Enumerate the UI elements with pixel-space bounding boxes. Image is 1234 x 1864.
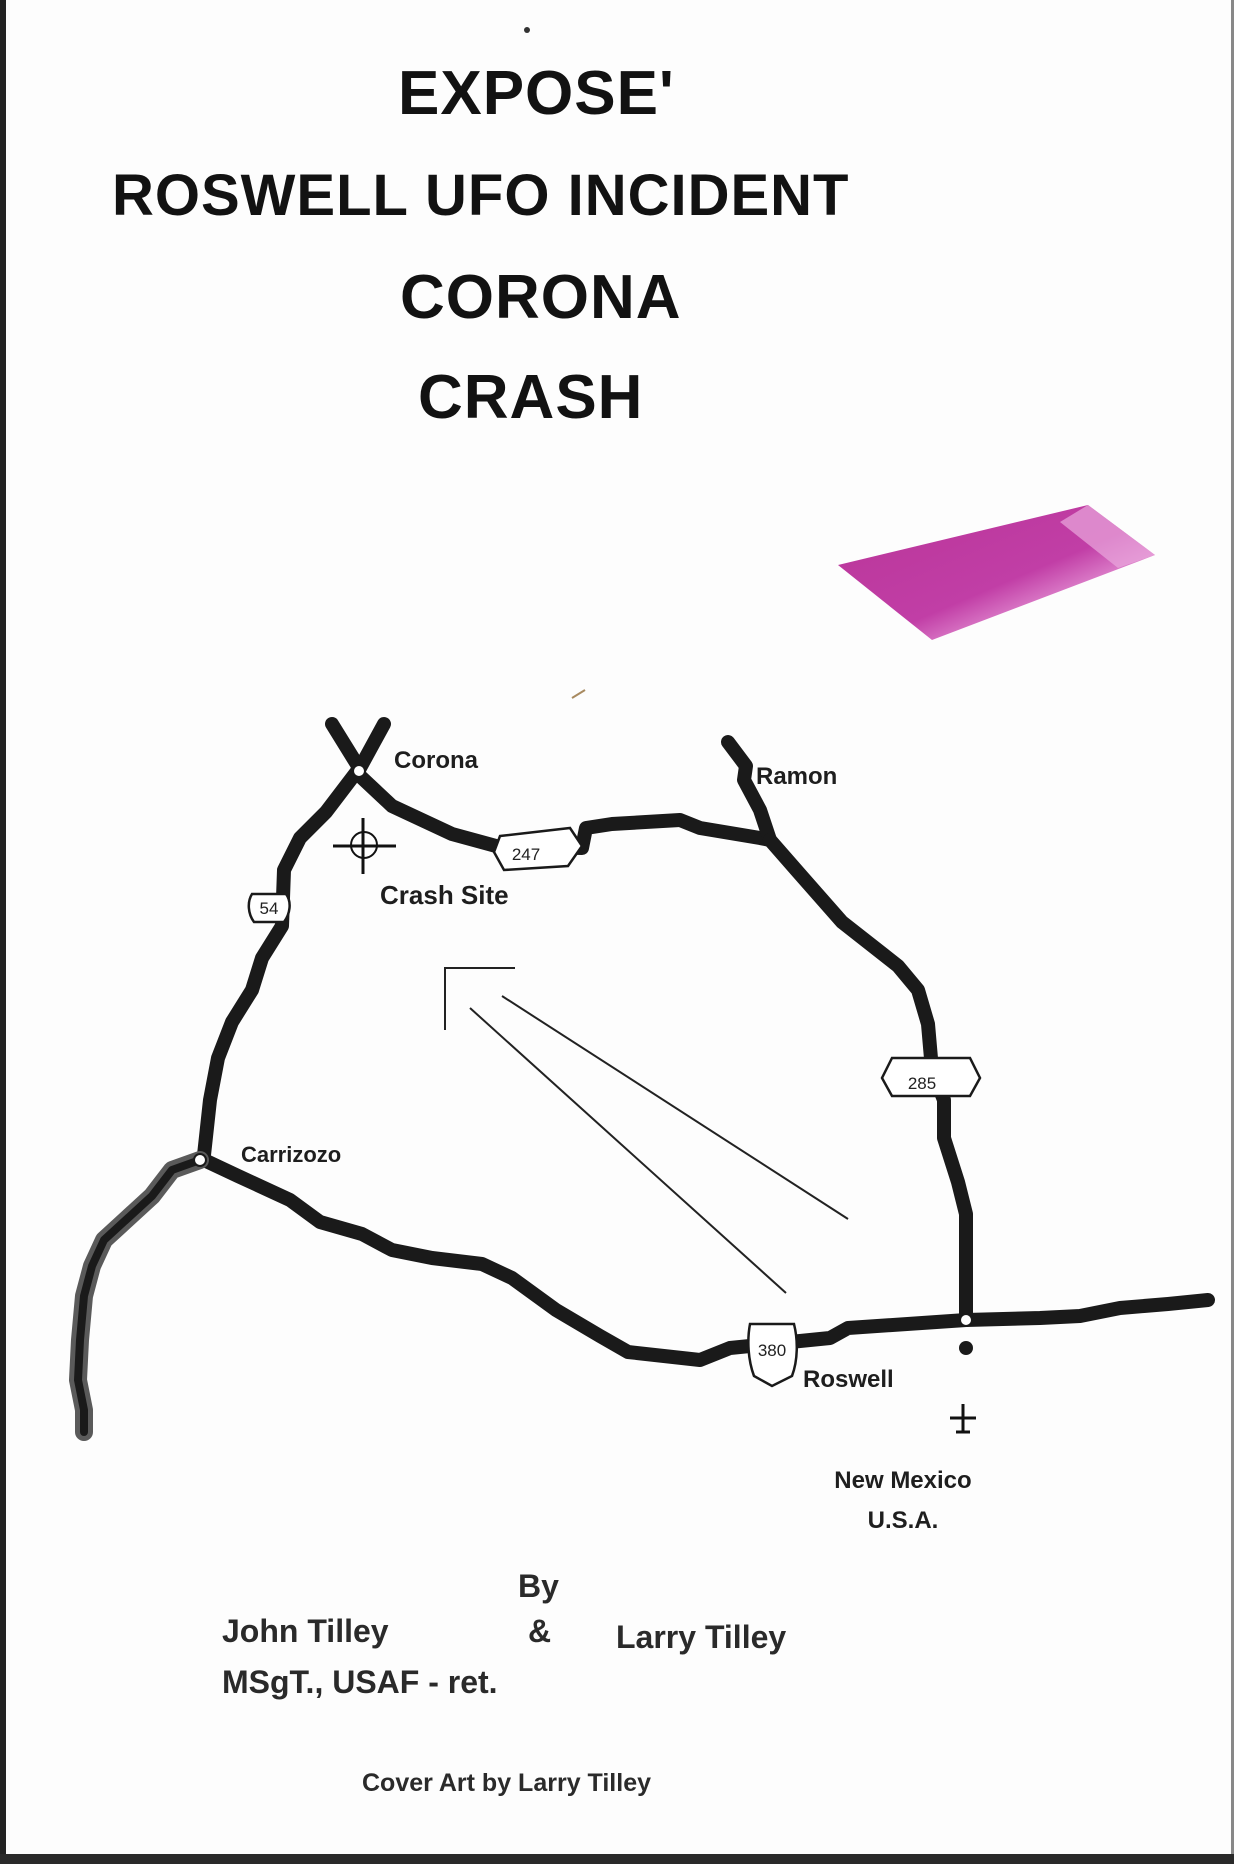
ufo-craft-icon bbox=[838, 505, 1155, 640]
place-label-usa: U.S.A. bbox=[868, 1507, 939, 1534]
scan-speck bbox=[571, 689, 586, 699]
crosshair-icon bbox=[333, 818, 396, 874]
road-ramon-spur bbox=[721, 735, 777, 847]
scan-speck bbox=[524, 27, 530, 33]
road-route-380 bbox=[197, 1153, 973, 1367]
road-corona-north-west bbox=[325, 717, 365, 773]
road-southwest-of-carrizozo bbox=[69, 1151, 209, 1441]
title-line-expose: EXPOSE' bbox=[398, 59, 675, 128]
place-label-carrizozo: Carrizozo bbox=[241, 1142, 341, 1167]
town-marker-corona bbox=[352, 764, 366, 778]
route-247-label: 247 bbox=[512, 845, 540, 864]
place-label-new-mexico: New Mexico bbox=[834, 1467, 971, 1494]
town-marker-carrizozo bbox=[193, 1153, 207, 1167]
scan-edge-right bbox=[1231, 0, 1234, 1864]
highway-shield-380: 380 bbox=[747, 1322, 798, 1388]
road-route-247 bbox=[353, 769, 777, 855]
town-marker-roswell bbox=[959, 1313, 973, 1327]
highway-shield-54: 54 bbox=[247, 892, 291, 924]
author-john-tilley: John Tilley bbox=[222, 1613, 389, 1649]
credit-by: By bbox=[518, 1568, 559, 1604]
scan-edge-bottom bbox=[0, 1854, 1234, 1864]
author-rank: MSgT., USAF - ret. bbox=[222, 1664, 498, 1700]
road-route-54 bbox=[197, 763, 365, 1162]
road-east-of-roswell bbox=[959, 1293, 1215, 1327]
scan-edge-left bbox=[0, 0, 6, 1864]
route-54-label: 54 bbox=[260, 899, 279, 918]
flight-path-arrow-icon bbox=[444, 967, 849, 1294]
place-label-corona: Corona bbox=[394, 747, 479, 774]
title-line-corona: CORONA bbox=[400, 263, 682, 332]
place-label-ramon: Ramon bbox=[756, 763, 837, 790]
route-380-label: 380 bbox=[758, 1341, 786, 1360]
place-label-roswell: Roswell bbox=[803, 1366, 894, 1393]
airplane-icon bbox=[950, 1404, 976, 1434]
title-line-crash: CRASH bbox=[418, 363, 644, 432]
place-label-crash-site: Crash Site bbox=[380, 880, 509, 910]
road-corona-north-east bbox=[353, 717, 391, 775]
cover-art-credit: Cover Art by Larry Tilley bbox=[362, 1769, 652, 1797]
highway-shield-247: 247 bbox=[492, 826, 584, 872]
road-southwest-core bbox=[74, 1156, 204, 1436]
highway-shield-285: 285 bbox=[880, 1056, 982, 1098]
author-larry-tilley: Larry Tilley bbox=[616, 1619, 787, 1655]
roswell-base-marker bbox=[959, 1341, 973, 1355]
credit-ampersand: & bbox=[528, 1613, 552, 1649]
title-line-roswell-ufo-incident: ROSWELL UFO INCIDENT bbox=[112, 163, 850, 228]
route-285-label: 285 bbox=[908, 1074, 936, 1093]
